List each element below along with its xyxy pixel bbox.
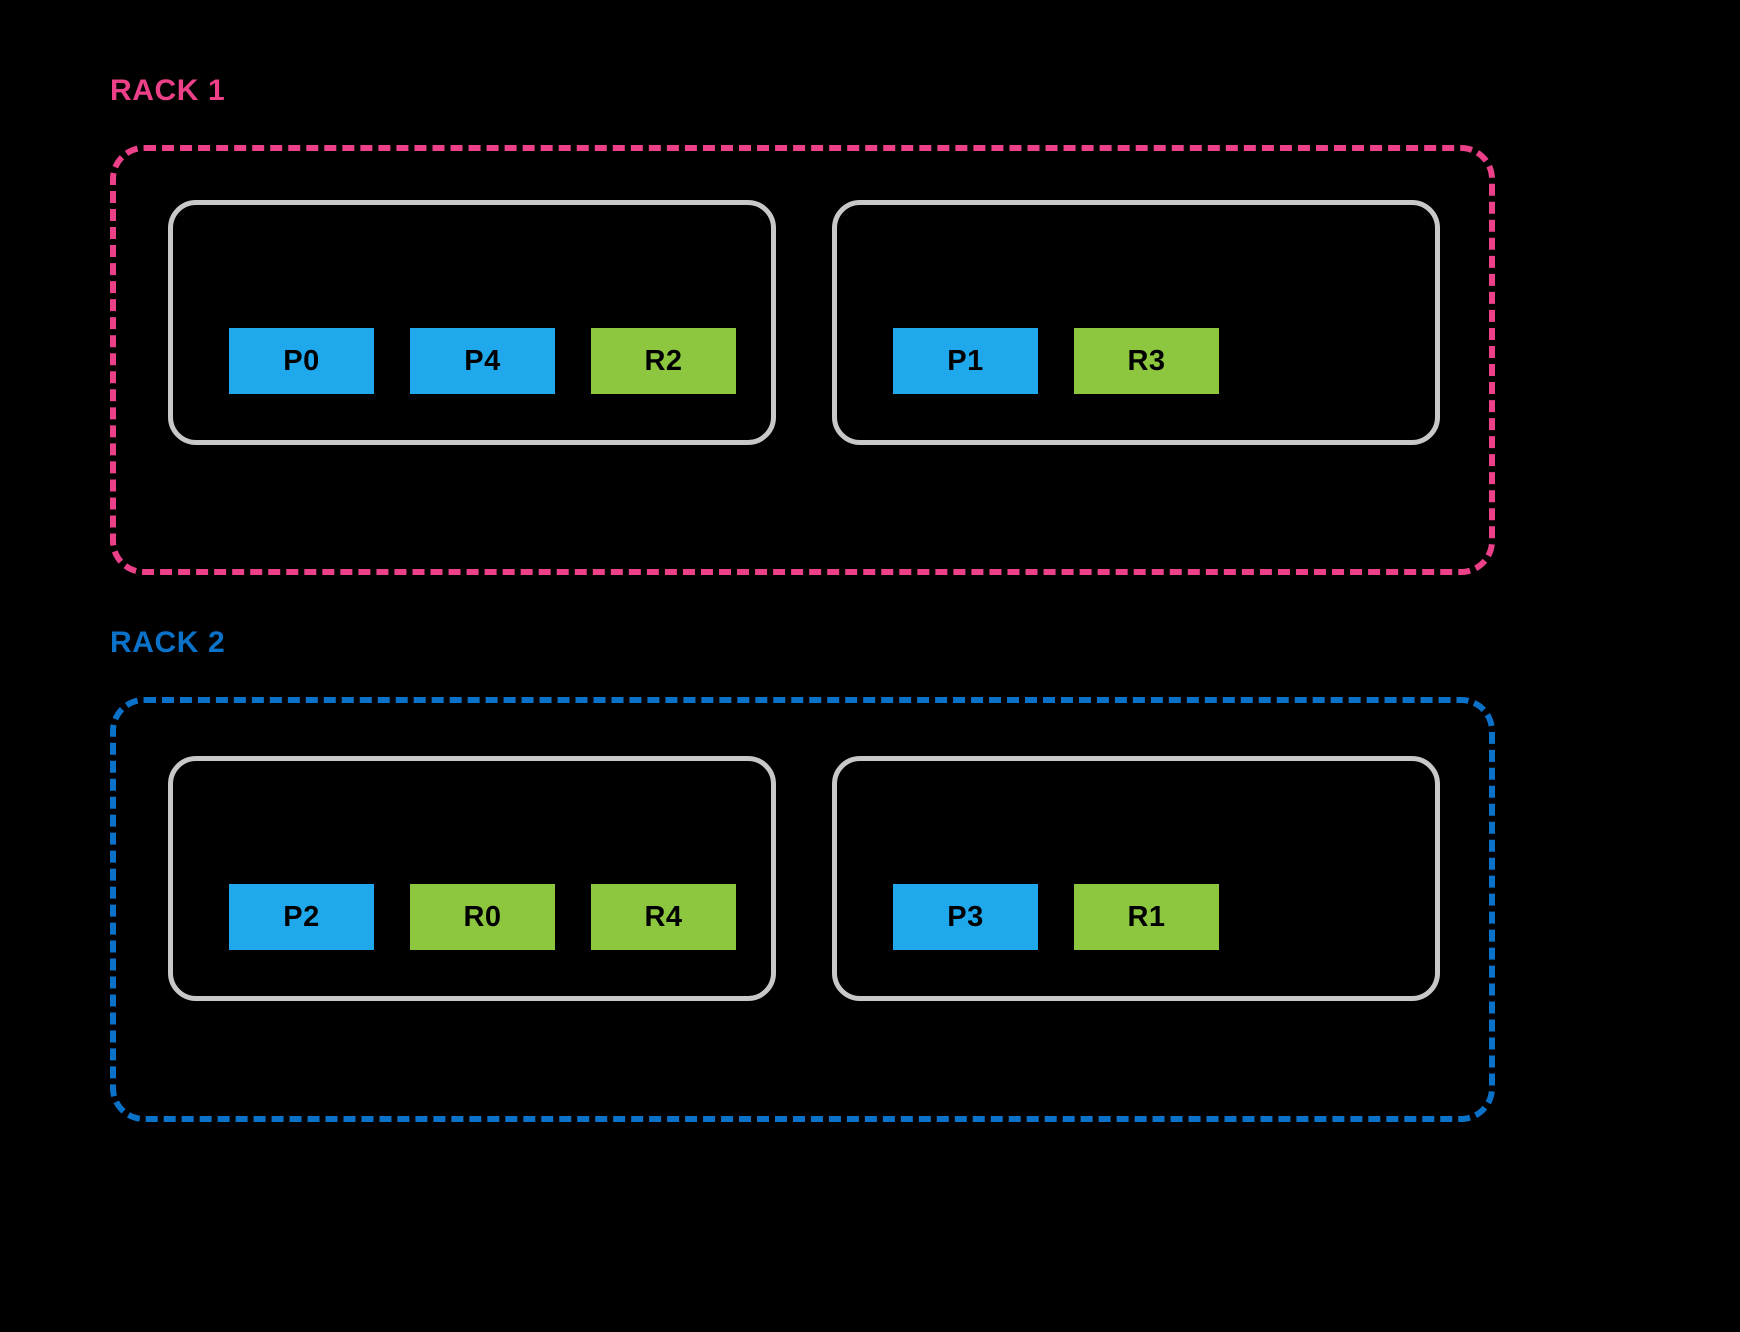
- chip-p0-label: P0: [283, 344, 320, 377]
- chip-p2[interactable]: P2: [229, 884, 374, 950]
- rack-1-node-1[interactable]: P0 P4 R2: [168, 200, 776, 445]
- chip-r1-label: R1: [1127, 900, 1166, 933]
- chip-p4-label: P4: [464, 344, 501, 377]
- chip-p1-label: P1: [947, 344, 984, 377]
- chip-r2[interactable]: R2: [591, 328, 736, 394]
- rack-2-node-1-chips: P2 R0 R4: [229, 884, 736, 950]
- rack-1-node-2[interactable]: P1 R3: [832, 200, 1440, 445]
- rack-2-boundary: [110, 697, 1495, 1122]
- chip-r2-label: R2: [644, 344, 683, 377]
- chip-p2-label: P2: [283, 900, 320, 933]
- chip-r4[interactable]: R4: [591, 884, 736, 950]
- chip-p1[interactable]: P1: [893, 328, 1038, 394]
- rack-2-label: RACK 2: [110, 626, 226, 659]
- chip-r3[interactable]: R3: [1074, 328, 1219, 394]
- chip-p0[interactable]: P0: [229, 328, 374, 394]
- rack-1-boundary: [110, 145, 1495, 575]
- chip-p4[interactable]: P4: [410, 328, 555, 394]
- rack-1-node-2-chips: P1 R3: [893, 328, 1219, 394]
- chip-r0[interactable]: R0: [410, 884, 555, 950]
- rack-1-node-1-chips: P0 P4 R2: [229, 328, 736, 394]
- chip-p3-label: P3: [947, 900, 984, 933]
- chip-r3-label: R3: [1127, 344, 1166, 377]
- rack-1-label: RACK 1: [110, 74, 226, 107]
- chip-r4-label: R4: [644, 900, 683, 933]
- rack-group-1: RACK 1 P0 P4 R2 P1: [0, 0, 1740, 660]
- rack-2-node-1[interactable]: P2 R0 R4: [168, 756, 776, 1001]
- chip-r1[interactable]: R1: [1074, 884, 1219, 950]
- rack-2-node-2[interactable]: P3 R1: [832, 756, 1440, 1001]
- rack-2-node-2-chips: P3 R1: [893, 884, 1219, 950]
- chip-r0-label: R0: [463, 900, 502, 933]
- chip-p3[interactable]: P3: [893, 884, 1038, 950]
